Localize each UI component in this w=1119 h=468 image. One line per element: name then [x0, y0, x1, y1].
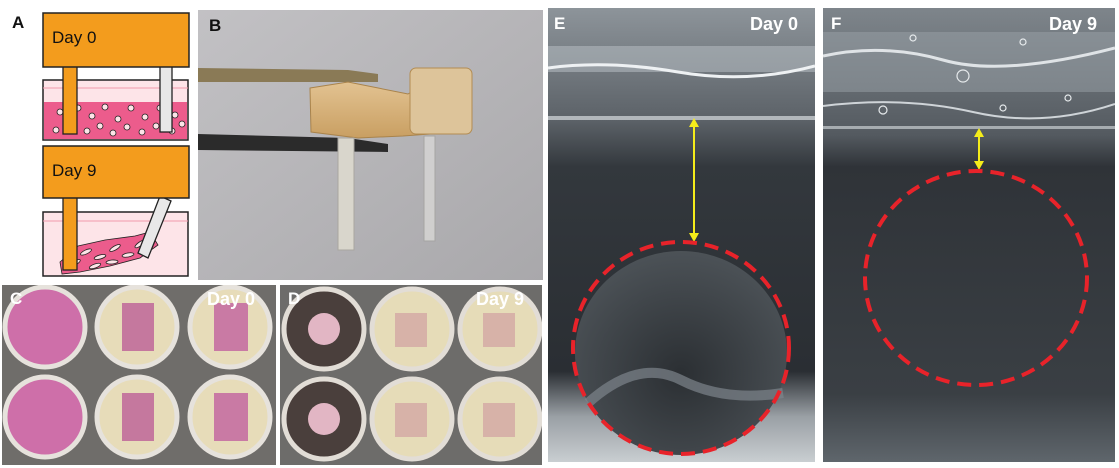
- panel-e-label: E: [554, 14, 566, 33]
- panel-c-wellplate: C Day 0: [2, 285, 276, 465]
- micrograph-day0: [548, 8, 815, 462]
- panel-a-top-day-label: Day 0: [52, 28, 97, 47]
- tissue-outline-dashed: [863, 169, 1089, 387]
- bubbles: [878, 34, 1072, 115]
- schematic-drawing: [42, 12, 190, 277]
- tweezers-top: [198, 68, 378, 82]
- device-photo: [198, 10, 543, 280]
- panel-e-micrograph: E Day 0: [548, 8, 815, 462]
- holder-day0: [42, 12, 190, 68]
- panel-a-label: A: [12, 13, 25, 32]
- rigid-post-day9: [62, 193, 78, 271]
- wellplate-day9-photo: [280, 285, 542, 465]
- bent-flexible-post-day9: [137, 195, 172, 259]
- panel-b-photo: B: [198, 10, 543, 280]
- panel-a-bottom-day-label: Day 9: [52, 161, 97, 180]
- well-c4: [2, 374, 88, 460]
- panel-d-label: D: [288, 289, 301, 308]
- post-edge-band: [548, 46, 815, 72]
- panel-c-label: C: [10, 289, 23, 308]
- panel-d-day-label: Day 9: [476, 289, 525, 309]
- tissue-outline-dashed: [571, 240, 791, 456]
- well-c1: [2, 285, 88, 370]
- post-edge-band: [823, 32, 1115, 92]
- panel-f-day-label: Day 9: [1049, 14, 1098, 34]
- panel-c-day-label: Day 0: [207, 289, 256, 309]
- panel-f-label: F: [831, 14, 842, 33]
- device-right-block: [409, 67, 473, 135]
- panel-a-schematic: A Day 0 Day 9: [0, 0, 198, 282]
- flexible-post: [423, 135, 436, 242]
- tissue-region: [575, 251, 787, 455]
- micrograph-day9: [823, 8, 1115, 462]
- wellplate-day0-photo: [2, 285, 276, 465]
- panel-f-micrograph: F Day 9: [823, 8, 1115, 462]
- rigid-post-day0: [62, 61, 78, 135]
- panel-d-wellplate: D Day 9: [280, 285, 542, 465]
- panel-e-day-label: Day 0: [750, 14, 799, 34]
- flexible-post-day0: [159, 61, 173, 133]
- rigid-post: [337, 137, 355, 251]
- holder-day9: [42, 145, 190, 199]
- panel-b-label: B: [209, 16, 222, 35]
- tissue-day9: [59, 231, 159, 275]
